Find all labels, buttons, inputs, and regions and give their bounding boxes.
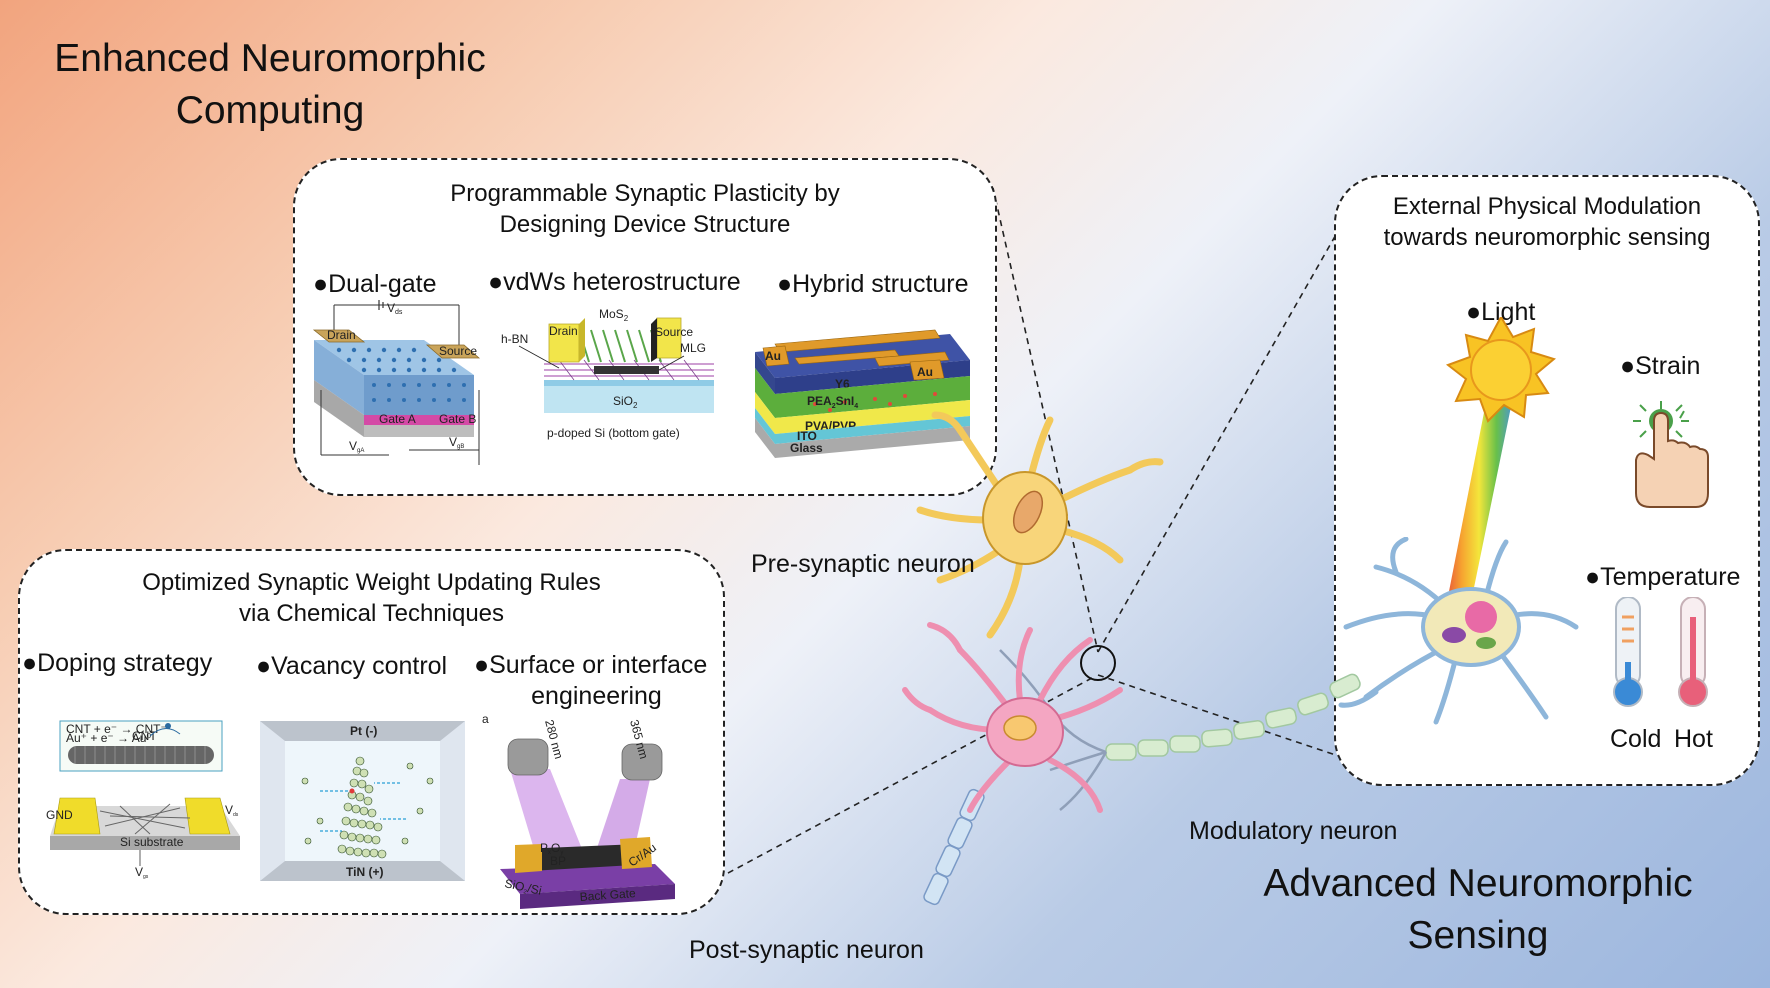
item-dual-gate: ●Dual-gate bbox=[313, 270, 437, 298]
panel-sensing-title-line1: External Physical Modulation bbox=[1392, 193, 1702, 220]
title-computing-line2: Computing bbox=[175, 89, 365, 132]
rainbow-beam bbox=[1444, 392, 1514, 617]
item-vdws-heterostructure: ●vdWs heterostructure bbox=[488, 268, 741, 296]
label-mlg: MLG bbox=[680, 341, 706, 355]
label-gate-a: Gate A bbox=[379, 412, 416, 426]
label-mos2: MoS2 bbox=[599, 307, 629, 323]
thermometer-cold-icon bbox=[1613, 597, 1643, 707]
surface-engineering-figure: a 280 nm 365 nm PxOy BP Cr/Au SiO2/Si Ba… bbox=[482, 712, 675, 909]
dual-gate-device-figure: Vds Drain Source Gate A Gate B bbox=[312, 300, 481, 465]
label-tin: TiN (+) bbox=[346, 865, 383, 879]
panel-sensing: External Physical Modulation towards neu… bbox=[1334, 175, 1760, 786]
panel-sensing-title: External Physical Modulation towards neu… bbox=[1336, 191, 1758, 253]
panel-plasticity: Programmable Synaptic Plasticity by Desi… bbox=[293, 158, 997, 496]
label-doping-vgs: Vgs bbox=[135, 865, 149, 880]
label-cnt: CNT bbox=[132, 729, 157, 743]
panel-plasticity-title-line2: Designing Device Structure bbox=[499, 211, 791, 238]
connector-sensing-top bbox=[1097, 209, 1351, 653]
label-pxoy: PxOy bbox=[540, 841, 563, 856]
label-glass: Glass bbox=[790, 441, 823, 455]
label-bp: BP bbox=[550, 854, 566, 868]
post-synaptic-neuron bbox=[902, 622, 1123, 813]
label-hbn: h-BN bbox=[501, 332, 528, 346]
label-vdw-drain: Drain bbox=[549, 324, 578, 338]
panel-weight-title-line1: Optimized Synaptic Weight Updating Rules bbox=[142, 569, 601, 596]
label-hot: Hot bbox=[1674, 725, 1713, 753]
title-sensing: Advanced Neuromorphic Sensing bbox=[1238, 858, 1718, 962]
panel-plasticity-title: Programmable Synaptic Plasticity by Desi… bbox=[295, 178, 995, 240]
connector-pre-top bbox=[992, 187, 1099, 653]
item-surface-line1: ●Surface or interface bbox=[474, 651, 708, 679]
label-gnd: GND bbox=[46, 808, 73, 822]
vacancy-figure: Pt (-) TiN (+) bbox=[260, 721, 465, 881]
panel-weight-title: Optimized Synaptic Weight Updating Rules… bbox=[20, 567, 723, 629]
panel-sensing-title-line2: towards neuromorphic sensing bbox=[1383, 224, 1711, 251]
thermometer-hot-icon bbox=[1678, 597, 1708, 707]
label-pt: Pt (-) bbox=[350, 724, 377, 738]
item-vacancy-control: ●Vacancy control bbox=[256, 652, 448, 680]
item-doping-strategy: ●Doping strategy bbox=[22, 649, 213, 677]
label-vga: VgA bbox=[349, 439, 364, 454]
synapse-highlight-circle bbox=[1080, 645, 1116, 681]
label-back-gate: Back Gate bbox=[579, 886, 636, 904]
label-pre-synaptic-neuron: Pre-synaptic neuron bbox=[751, 550, 975, 578]
pre-synaptic-neuron bbox=[916, 411, 1164, 639]
post-synaptic-axon bbox=[923, 788, 985, 906]
label-sio2-si: SiO2/Si bbox=[503, 876, 543, 898]
sun-icon bbox=[1445, 317, 1556, 423]
doping-figure: CNT + e⁻ → CNT⁻ Au⁺ + e⁻ → Au⁰ CNT GND V… bbox=[46, 720, 240, 880]
item-strain: ●Strain bbox=[1620, 352, 1701, 380]
label-vds: Vds bbox=[387, 301, 403, 316]
label-vdw-source: Source bbox=[655, 325, 693, 339]
panel-weight-updating: Optimized Synaptic Weight Updating Rules… bbox=[18, 549, 725, 915]
hybrid-structure-figure: Au Au Y6 PEA2SnI4 PVA/PVP ITO Glass bbox=[755, 329, 970, 458]
label-hybrid-au-right: Au bbox=[917, 365, 933, 379]
label-pea2sni4: PEA2SnI4 bbox=[807, 394, 858, 410]
thermometer-icons bbox=[1613, 597, 1708, 707]
panel-weight-title-line2: via Chemical Techniques bbox=[238, 600, 505, 627]
item-temperature: ●Temperature bbox=[1585, 563, 1741, 591]
label-eq1: CNT + e⁻ → CNT⁻ bbox=[66, 722, 167, 736]
panel-plasticity-title-line1: Programmable Synaptic Plasticity by bbox=[450, 180, 840, 207]
modulatory-axon bbox=[1105, 673, 1361, 761]
label-dual-source: Source bbox=[439, 344, 477, 358]
sensing-neuron-figure bbox=[1338, 537, 1579, 725]
label-gate-b: Gate B bbox=[439, 412, 476, 426]
title-computing-line1: Enhanced Neuromorphic bbox=[54, 37, 486, 80]
item-surface-line2: engineering bbox=[531, 682, 662, 710]
item-hybrid-structure: ●Hybrid structure bbox=[777, 270, 969, 298]
label-dual-drain: Drain bbox=[327, 328, 356, 342]
label-vgb: VgB bbox=[449, 435, 464, 450]
label-modulatory-neuron: Modulatory neuron bbox=[1189, 817, 1398, 845]
label-p-doped-si: p-doped Si (bottom gate) bbox=[547, 426, 680, 440]
label-post-synaptic-neuron: Post-synaptic neuron bbox=[689, 936, 924, 964]
finger-press-icon bbox=[1633, 401, 1709, 508]
title-sensing-line1: Advanced Neuromorphic bbox=[1263, 862, 1693, 905]
title-computing: Enhanced Neuromorphic Computing bbox=[30, 33, 510, 137]
vdw-heterostructure-figure: SiO2 Drain Source MoS2 h-BN MLG p-dop bbox=[501, 307, 714, 440]
label-panel-a: a bbox=[482, 712, 489, 726]
neurons-figure bbox=[902, 411, 1361, 906]
label-cold: Cold bbox=[1610, 725, 1662, 753]
item-surface-interface: ●Surface or interface engineering bbox=[474, 650, 719, 712]
label-sio2: SiO2 bbox=[613, 394, 638, 410]
label-eq2: Au⁺ + e⁻ → Au⁰ bbox=[66, 731, 151, 745]
label-hybrid-au-left: Au bbox=[765, 349, 781, 363]
label-doping-vds: Vds bbox=[225, 803, 239, 818]
light-beam-figure bbox=[1444, 317, 1556, 617]
connector-sensing-bottom bbox=[1097, 674, 1381, 771]
title-sensing-line2: Sensing bbox=[1407, 914, 1549, 957]
label-si-substrate: Si substrate bbox=[120, 835, 184, 849]
label-ito: ITO bbox=[797, 429, 817, 443]
